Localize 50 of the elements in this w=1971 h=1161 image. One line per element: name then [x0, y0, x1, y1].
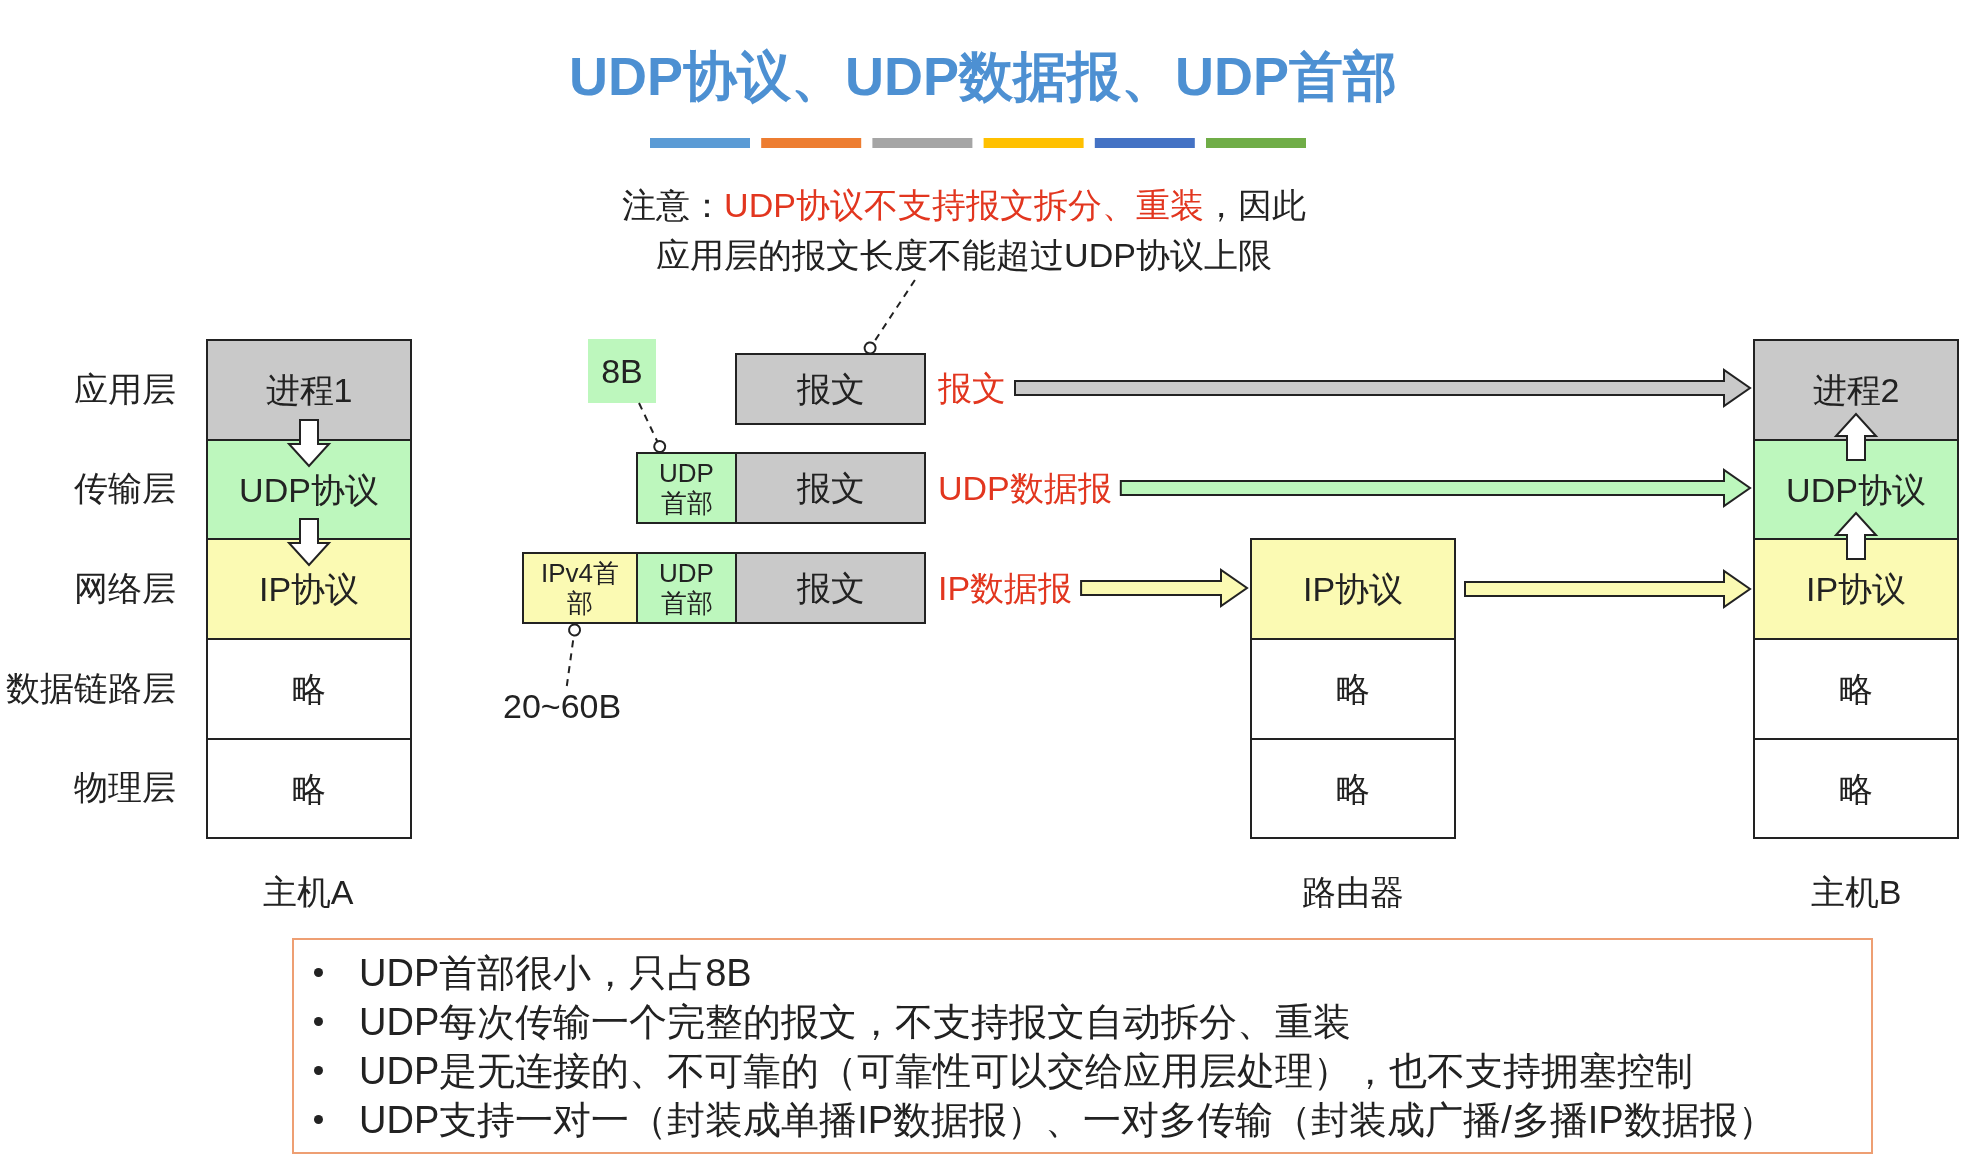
summary-panel [292, 938, 1873, 1154]
payload-segment: 报文 [735, 452, 926, 524]
protocol-layer: 略 [1250, 738, 1456, 839]
device-name: 主机A [262, 872, 354, 913]
size-label: 20~60B [503, 686, 622, 726]
size-tag: 8B [588, 339, 656, 403]
packet-label: 报文 [938, 363, 1006, 413]
bullet-text: UDP首部很小，只占8B [359, 950, 752, 996]
layer-name: 物理层 [74, 767, 176, 808]
title: UDP协议、UDP数据报、UDP首部 [569, 45, 1397, 108]
block-arrow [286, 518, 332, 567]
layer-name: 传输层 [74, 468, 176, 509]
protocol-layer: IP协议 [1753, 538, 1959, 640]
protocol-layer: 略 [206, 638, 412, 740]
note-text: 注意：UDP协议不支持报文拆分、重装，因此应用层的报文长度不能超过UDP协议上限 [613, 180, 1315, 280]
bullet-text: UDP是无连接的、不可靠的（可靠性可以交给应用层处理），也不支持拥塞控制 [359, 1048, 1694, 1094]
protocol-layer: 进程2 [1753, 339, 1959, 441]
block-arrow [1080, 568, 1249, 608]
payload-segment: 报文 [735, 353, 926, 425]
layer-name: 数据链路层 [6, 668, 176, 709]
bullet-text: UDP支持一对一（封装成单播IP数据报）、一对多传输（封装成广播/多播IP数据报） [359, 1097, 1776, 1143]
leader-line [863, 279, 916, 355]
block-arrow [286, 419, 332, 468]
layer-name: 网络层 [74, 568, 176, 609]
protocol-layer: IP协议 [1250, 538, 1456, 640]
leader-line [638, 402, 667, 454]
block-arrow [1119, 468, 1752, 508]
header-segment: UDP首部 [636, 552, 737, 624]
block-arrow [1833, 511, 1879, 560]
protocol-layer: 略 [1753, 738, 1959, 839]
protocol-layer: 略 [206, 738, 412, 839]
protocol-layer: 略 [1753, 638, 1959, 740]
block-arrow [1833, 412, 1879, 461]
device-name: 路由器 [1302, 872, 1404, 913]
leader-line [565, 623, 582, 687]
protocol-layer: UDP协议 [1753, 439, 1959, 540]
payload-segment: 报文 [735, 552, 926, 624]
protocol-layer: IP协议 [206, 538, 412, 640]
layer-name: 应用层 [74, 369, 176, 410]
block-arrow [1464, 569, 1752, 609]
packet-label: UDP数据报 [938, 463, 1112, 513]
protocol-layer: UDP协议 [206, 439, 412, 540]
protocol-layer: 略 [1250, 638, 1456, 740]
packet-label: IP数据报 [938, 563, 1073, 613]
header-segment: IPv4首部 [522, 552, 638, 624]
header-segment: UDP首部 [636, 452, 737, 524]
block-arrow [1014, 368, 1752, 408]
device-name: 主机B [1810, 872, 1902, 913]
bullet-text: UDP每次传输一个完整的报文，不支持报文自动拆分、重装 [359, 999, 1352, 1045]
protocol-layer: 进程1 [206, 339, 412, 441]
